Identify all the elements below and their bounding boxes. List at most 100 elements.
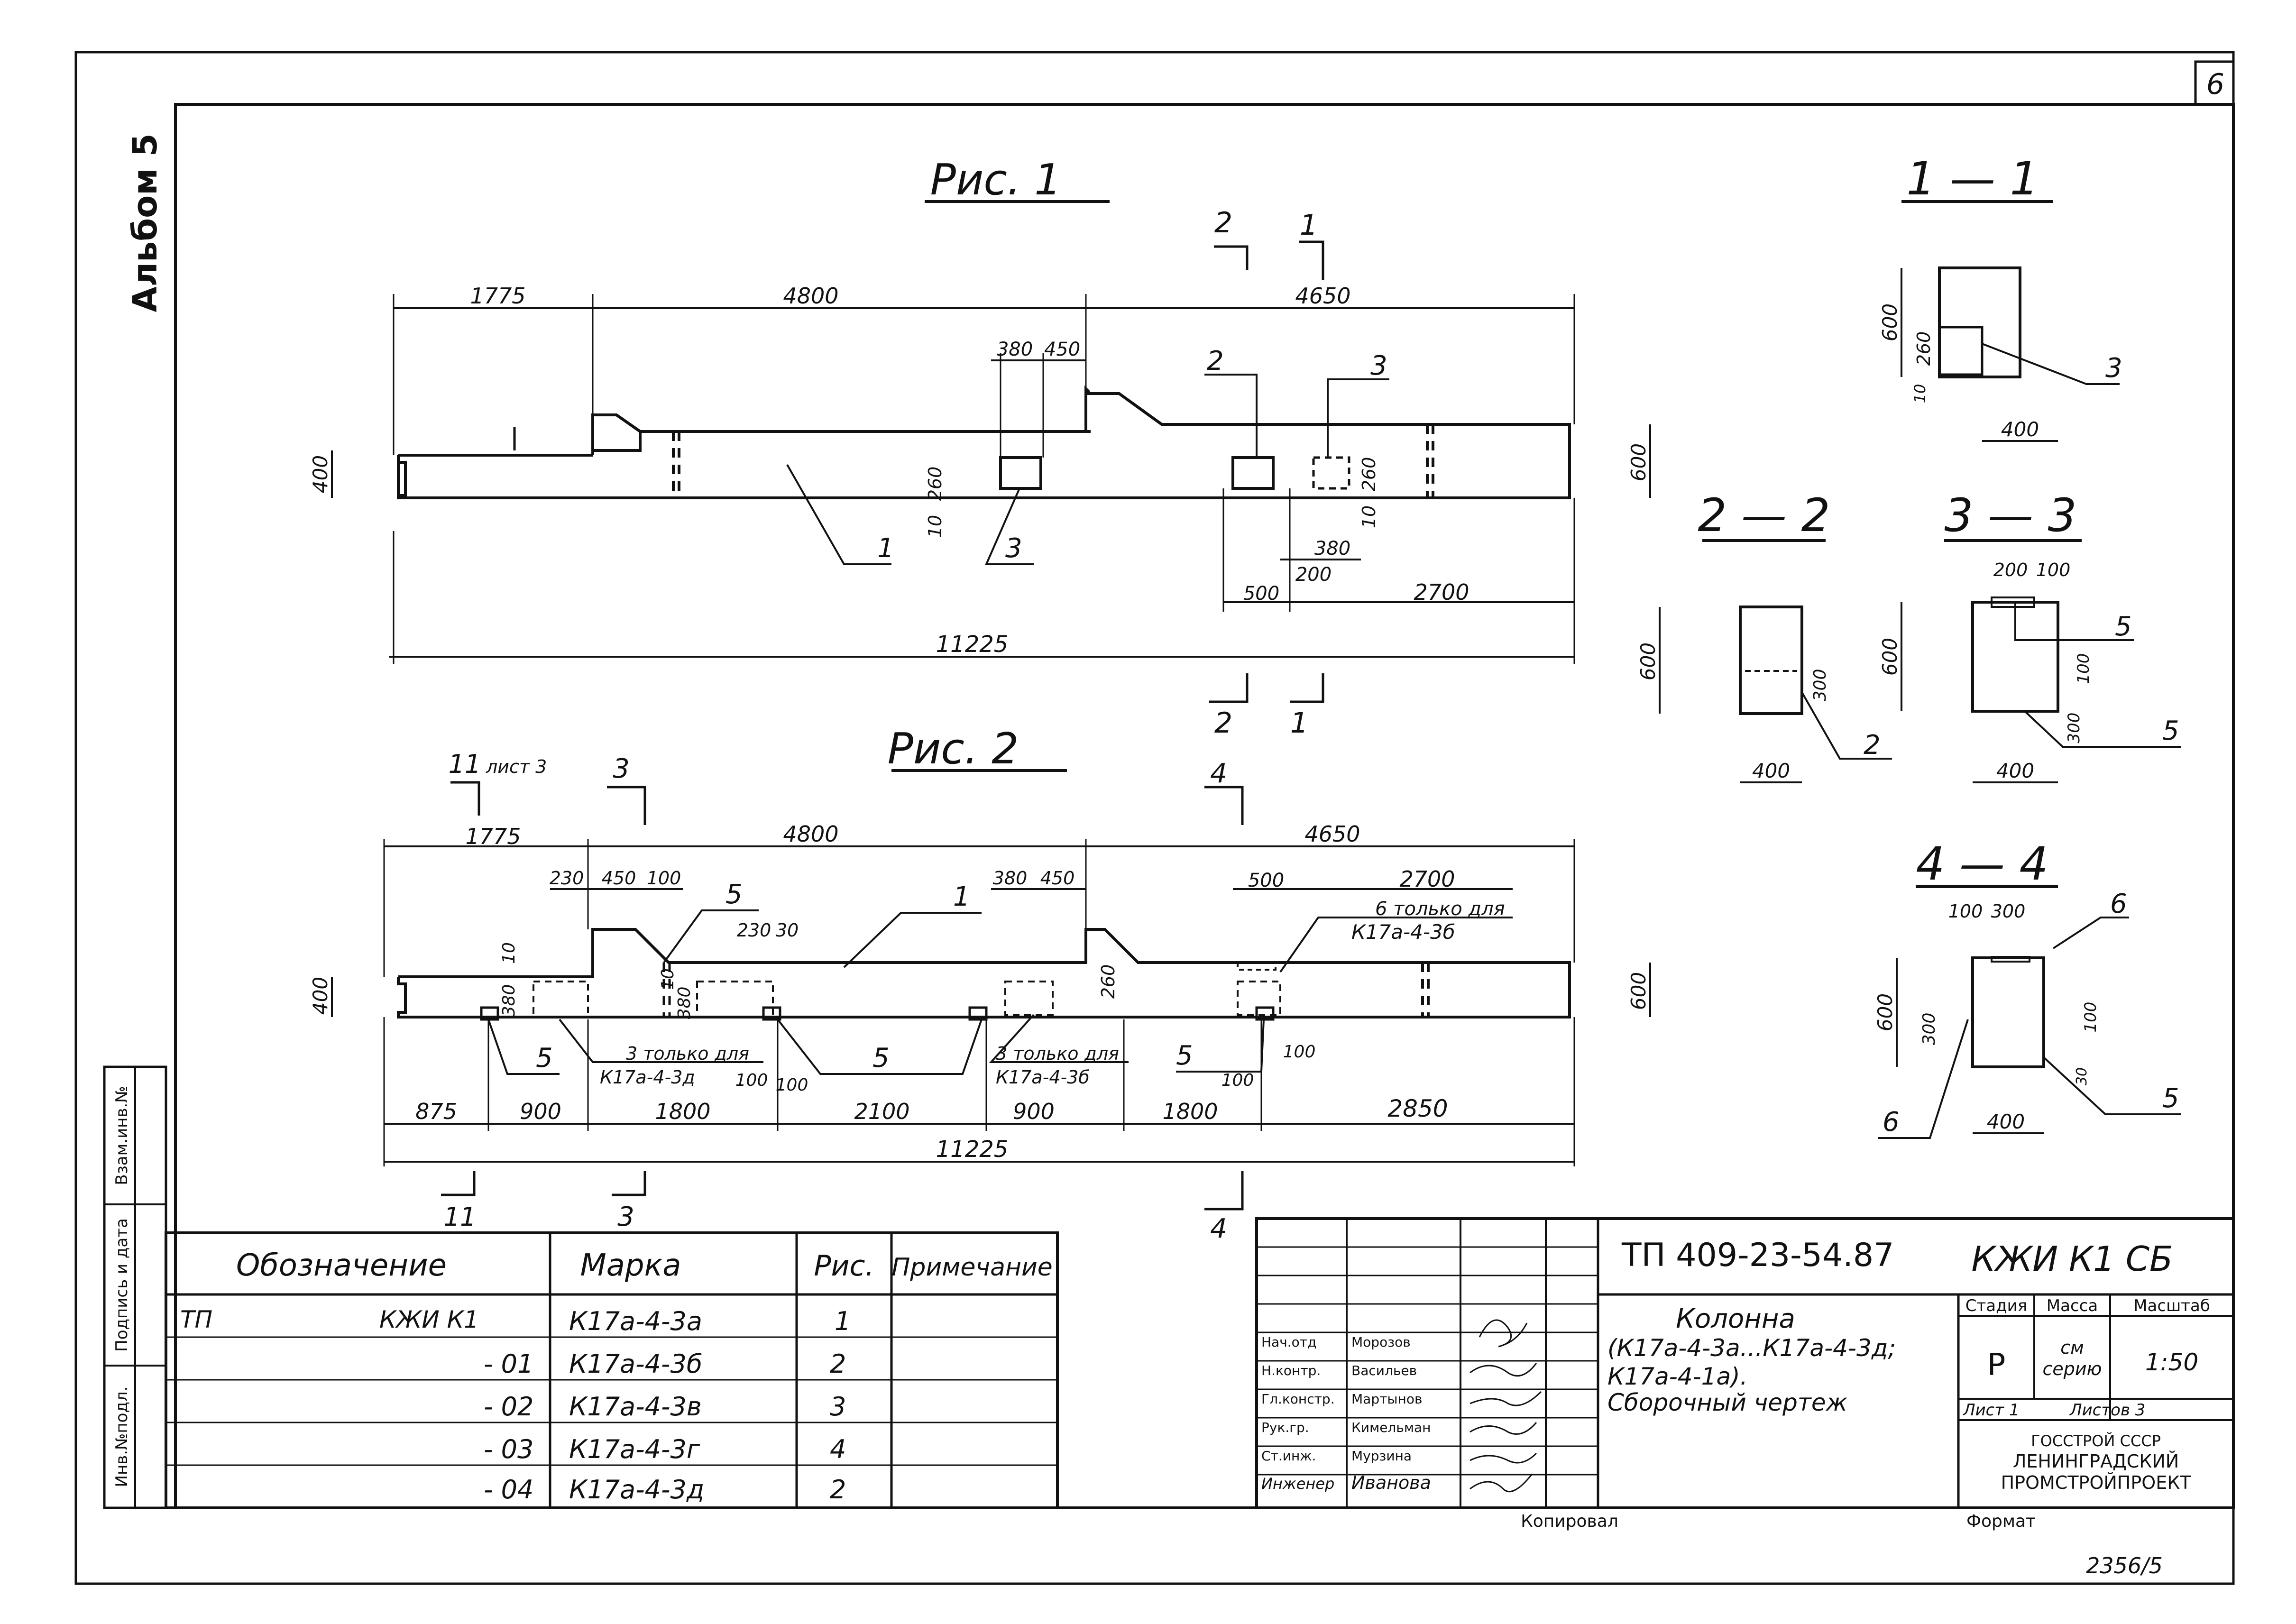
fig1-dim-260a: 260 [925, 467, 946, 501]
tb-role-3: Рук.гр. [1261, 1420, 1309, 1435]
spec-row0-ris: 1 [835, 1306, 851, 1336]
fig1-callout-2: 2 [1207, 346, 1224, 376]
fig2-cut-4: 4 [1210, 758, 1227, 789]
tb-doc-code: ТП 409-23-54.87 [1621, 1237, 1894, 1274]
s44-title: 4 — 4 [1916, 837, 2048, 890]
tb-kopiroval: Копировал [1521, 1512, 1618, 1531]
fig1-cut-1: 1 [1300, 209, 1318, 242]
fig2-dim-260: 260 [1098, 964, 1119, 999]
sheet-number: 6 [2206, 68, 2224, 101]
s44-callout-6b: 6 [1883, 1107, 1900, 1138]
spec-header-prim: Примечание [891, 1253, 1053, 1282]
side-stamp-podpis: Подпись и дата [112, 1218, 131, 1352]
fig2-cut-4b: 4 [1210, 1213, 1227, 1244]
tb-org3: ПРОМСТРОЙПРОЕКТ [2001, 1472, 2192, 1493]
side-stamp-vzam: Взам.инв.№ [112, 1086, 131, 1185]
tb-name1: Колонна [1676, 1303, 1795, 1334]
fig1-dim-260b: 260 [1359, 457, 1379, 492]
fig2-dim-2700: 2700 [1399, 866, 1455, 892]
spec-row3-ris: 4 [830, 1434, 846, 1464]
s33-dim-200: 200 [1993, 560, 2028, 580]
fig2-dim-11225: 11225 [936, 1136, 1009, 1163]
spec-table: Обозначение Марка Рис. Примечание ТП КЖИ… [165, 1231, 1059, 1509]
s44-dim-100b: 100 [2081, 1002, 2100, 1033]
tb-massa2: серию [2042, 1358, 2102, 1379]
fig2-dim-100: 100 [647, 868, 681, 889]
tb-name-0: Морозов [1351, 1334, 1411, 1350]
s33-dim-300: 300 [2065, 713, 2084, 743]
tb-org2: ЛЕНИНГРАДСКИЙ [2013, 1451, 2179, 1472]
s44-callout-6a: 6 [2110, 889, 2127, 919]
spec-header-ris: Рис. [814, 1249, 874, 1283]
tb-stadia: Р [1987, 1348, 2006, 1383]
fig1-column-outline [397, 385, 1571, 499]
fig2-dim-900b: 900 [1013, 1099, 1055, 1124]
tb-name-4: Мурзина [1351, 1448, 1412, 1464]
fig1-dim-10b: 10 [1359, 505, 1379, 528]
section-1-1: 1 — 1 600 260 10 400 3 [1878, 152, 2122, 442]
fig2-note-3b: 3 только для [996, 1043, 1119, 1064]
s11-dim-260: 260 [1913, 331, 1934, 366]
tb-mark: КЖИ К1 СБ [1972, 1239, 2173, 1279]
tb-name2: (К17а-4-3а...К17а-4-3д; [1607, 1334, 1896, 1362]
s44-dim-600: 600 [1874, 993, 1897, 1031]
fig2-dim-500: 500 [1248, 870, 1284, 891]
s11-dim-400: 400 [2001, 418, 2039, 441]
fig2-dim-2850: 2850 [1387, 1095, 1448, 1122]
fig1-dim-380b: 380 [1314, 538, 1350, 560]
fig1-cut-2: 2 [1214, 206, 1232, 239]
s33-dim-400: 400 [1996, 759, 2034, 782]
fig1-dim-2700: 2700 [1414, 579, 1469, 605]
fig2-dim-380d: 380 [675, 987, 694, 1019]
s44-dim-300b: 300 [1919, 1013, 1939, 1046]
s22-dim-300: 300 [1810, 669, 1830, 702]
fig2-callout-5d: 5 [1176, 1040, 1193, 1071]
fig2-dim-100c: 100 [776, 1075, 808, 1095]
fig1-cut-1b: 1 [1290, 706, 1308, 740]
fig2-dim-10b: 10 [658, 968, 678, 990]
spec-header-oboz: Обозначение [236, 1248, 447, 1283]
fig2-note-3: 3 только для [626, 1043, 749, 1064]
fig2-cut-3b: 3 [617, 1202, 634, 1232]
s44-callout-5: 5 [2162, 1083, 2179, 1114]
fig2-dim-2100: 2100 [854, 1099, 909, 1124]
tb-name-5: Иванова [1351, 1472, 1431, 1493]
fig1-dim-450: 450 [1044, 339, 1080, 360]
fig2-column-outline [397, 928, 1571, 1018]
fig2-dim-400: 400 [309, 977, 332, 1015]
s11-title: 1 — 1 [1906, 152, 2039, 205]
spec-row0-oboz1: ТП [180, 1306, 212, 1333]
tb-name-1: Васильев [1351, 1363, 1417, 1378]
fig2-callout-5b: 5 [536, 1043, 553, 1073]
fig2-cut-11-note: лист 3 [486, 756, 547, 777]
spec-row2-ris: 3 [830, 1392, 846, 1422]
fig1-title: Рис. 1 [930, 155, 1062, 205]
tb-role-2: Гл.констр. [1261, 1391, 1335, 1407]
fig1-dim-600: 600 [1627, 443, 1650, 481]
fig2-dim-1800b: 1800 [1162, 1099, 1218, 1124]
title-block: Нач.отд Морозов Н.контр. Васильев Гл.кон… [1255, 1217, 2235, 1531]
section-4-4: 4 — 4 100 300 600 300 100 30 400 6 6 5 [1874, 837, 2181, 1139]
s22-callout-2: 2 [1864, 730, 1881, 761]
tb-masshtab: 1:50 [2145, 1349, 2198, 1376]
s44-dim-400: 400 [1987, 1110, 2025, 1133]
tb-massa-h: Масса [2047, 1296, 2098, 1315]
tb-stadia-h: Стадия [1965, 1296, 2027, 1315]
tb-role-5: Инженер [1261, 1475, 1334, 1493]
fig2-dim-450b: 450 [1040, 868, 1075, 889]
fig1-dim-500: 500 [1243, 583, 1279, 605]
fig2-dim-4650: 4650 [1304, 821, 1360, 847]
fig2-dim-230b: 230 [737, 920, 771, 941]
s33-callout-5b: 5 [2162, 716, 2179, 746]
spec-row0-oboz2: КЖИ К1 [379, 1306, 479, 1333]
fig2-callout-5c: 5 [872, 1043, 890, 1073]
spec-row3-marka: К17а-4-3г [569, 1434, 700, 1464]
album-label: Альбом 5 [126, 134, 165, 312]
fig2-callout-5a: 5 [726, 879, 743, 910]
spec-row1-marka: К17а-4-3б [569, 1349, 702, 1379]
tb-name4: Сборочный чертеж [1607, 1389, 1847, 1416]
fig2-dim-230: 230 [550, 868, 584, 889]
spec-header-marka: Марка [580, 1248, 681, 1283]
tb-masshtab-h: Масштаб [2133, 1296, 2210, 1315]
